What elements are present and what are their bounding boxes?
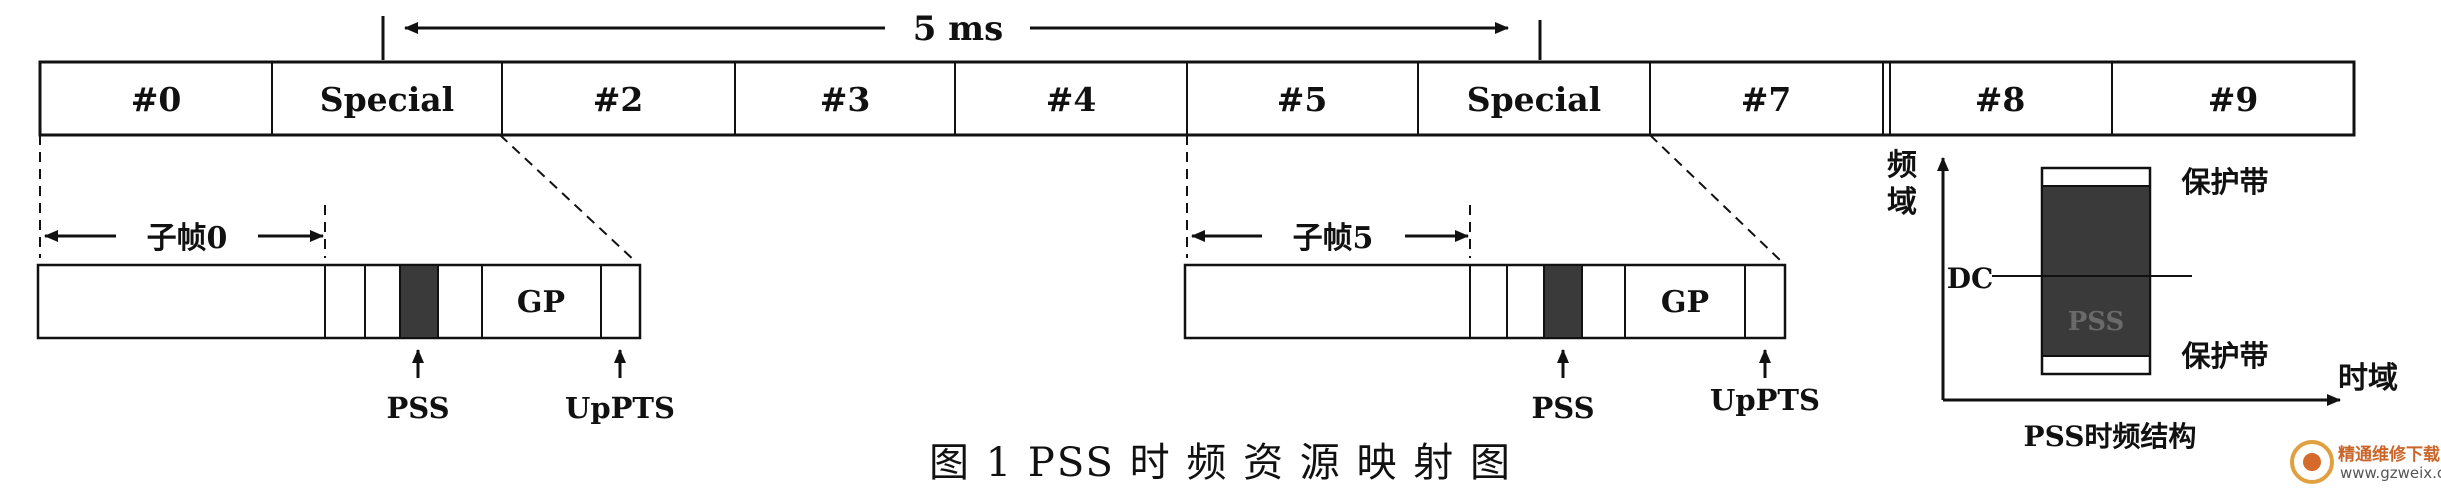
frame-cell-2: #2	[593, 80, 644, 119]
subframe5-pss-label: PSS	[1531, 391, 1594, 425]
subframe5-gp: GP	[1661, 285, 1709, 320]
frame-outline	[38, 60, 2356, 137]
pss-structure: 频 域 时域 DC PSS 保护带 保护带 PSS时频结构	[1887, 148, 2398, 453]
subframe5-pss-symbol	[1543, 264, 1583, 339]
subframe0-expanded: 子帧0 GP PSS UpPTS	[36, 221, 675, 425]
subframe5-label: 子帧5	[1293, 221, 1374, 256]
figure-caption: 图 1 PSS 时 频 资 源 映 射 图	[929, 440, 1512, 486]
pss-structure-title: PSS时频结构	[2024, 420, 2197, 453]
zoom-lines-right	[1186, 134, 1783, 263]
subframe0-label: 子帧0	[147, 221, 228, 256]
five-ms-span: 5 ms	[381, 9, 1542, 60]
zoom-lines-left	[39, 134, 637, 263]
guard-band-bottom-label: 保护带	[2180, 339, 2268, 373]
watermark-line2: www.gzweix.com	[2340, 464, 2441, 482]
frame-cell-8: #8	[1975, 80, 2026, 119]
frame-cell-7: #7	[1741, 80, 1792, 119]
subframe0-uppts-label: UpPTS	[565, 391, 675, 425]
site-watermark: 精通维修下载 www.gzweix.com	[2290, 438, 2441, 488]
watermark-line1: 精通维修下载	[2338, 445, 2440, 465]
frame-cell-0: #0	[131, 80, 182, 119]
time-axis-label: 时域	[2338, 361, 2398, 396]
subframe0-pss-label: PSS	[386, 391, 449, 425]
five-ms-label: 5 ms	[913, 9, 1004, 49]
guard-band-top-label: 保护带	[2180, 165, 2268, 199]
pss-block	[2041, 185, 2151, 357]
pss-block-label: PSS	[2068, 307, 2125, 337]
subframe5-expanded: 子帧5 GP PSS UpPTS	[1183, 221, 1820, 425]
freq-axis-char-2: 域	[1887, 185, 1917, 220]
watermark-logo-icon	[2290, 440, 2334, 484]
frame-cell-special-1: Special	[320, 80, 454, 119]
frame-cell-4: #4	[1046, 80, 1097, 119]
subframe0-box	[36, 263, 642, 340]
subframe5-box	[1183, 263, 1787, 340]
frame-cell-9: #9	[2208, 80, 2259, 119]
frame-cell-3: #3	[820, 80, 871, 119]
radio-frame: #0 Special #2 #3 #4 #5 Special #7 #8 #9	[38, 60, 2356, 137]
subframe0-pss-symbol	[399, 264, 439, 339]
subframe0-gp: GP	[517, 285, 565, 320]
dc-label: DC	[1947, 262, 1994, 295]
frame-cell-5: #5	[1277, 80, 1328, 119]
freq-axis-char-1: 频	[1887, 148, 1917, 183]
subframe5-uppts-label: UpPTS	[1710, 383, 1820, 417]
frame-cell-special-6: Special	[1467, 80, 1601, 119]
